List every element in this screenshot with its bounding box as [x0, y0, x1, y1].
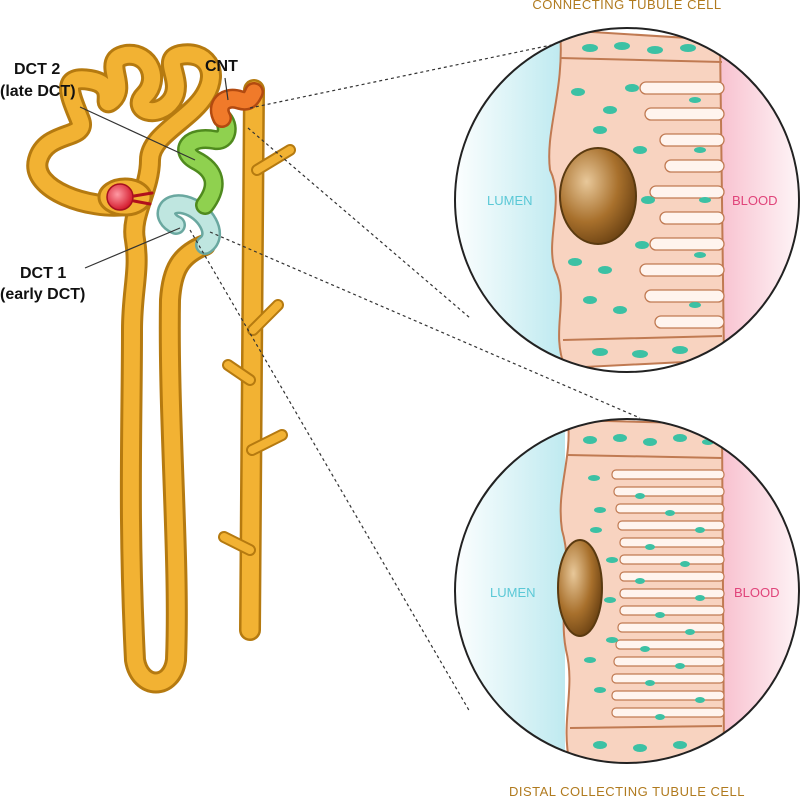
glomerulus: [97, 177, 154, 217]
connecting-tubule-cell-zoom: LUMEN BLOOD: [454, 27, 800, 373]
dct1-segment: [156, 194, 221, 255]
tubule-loops: [26, 43, 222, 694]
nucleus-bottom: [557, 539, 603, 637]
cnt-segment: [209, 82, 264, 128]
top-blood-label: BLOOD: [732, 193, 778, 208]
zoom-lines: [189, 37, 641, 713]
basolateral-infoldings-bottom: [611, 469, 725, 718]
basolateral-infoldings-top: [639, 81, 725, 329]
dct2-segment: [177, 108, 237, 215]
bottom-blood-label: BLOOD: [734, 585, 780, 600]
bottom-cell-title: DISTAL COLLECTING TUBULE CELL: [509, 784, 745, 799]
mitochondria-top: [568, 42, 711, 358]
distal-collecting-tubule-cell-zoom: LUMEN BLOOD: [454, 418, 800, 764]
nephron: [26, 43, 296, 694]
mitochondria-bottom: [583, 434, 714, 752]
top-cell-title: CONNECTING TUBULE CELL: [532, 0, 721, 12]
collecting-duct: [218, 79, 296, 641]
top-lumen-label: LUMEN: [487, 193, 533, 208]
label-dct1-line2: (early DCT): [0, 286, 85, 303]
label-dct2-line2: (late DCT): [0, 83, 76, 100]
bottom-lumen-label: LUMEN: [490, 585, 536, 600]
label-dct2-line1: DCT 2: [14, 61, 60, 78]
label-dct1-line1: DCT 1: [20, 265, 66, 282]
leader-lines: [79, 77, 229, 269]
label-cnt: CNT: [205, 58, 238, 75]
nephron-labels: DCT 2 (late DCT) CNT DCT 1 (early DCT): [0, 58, 238, 303]
nucleus-top: [559, 147, 637, 245]
